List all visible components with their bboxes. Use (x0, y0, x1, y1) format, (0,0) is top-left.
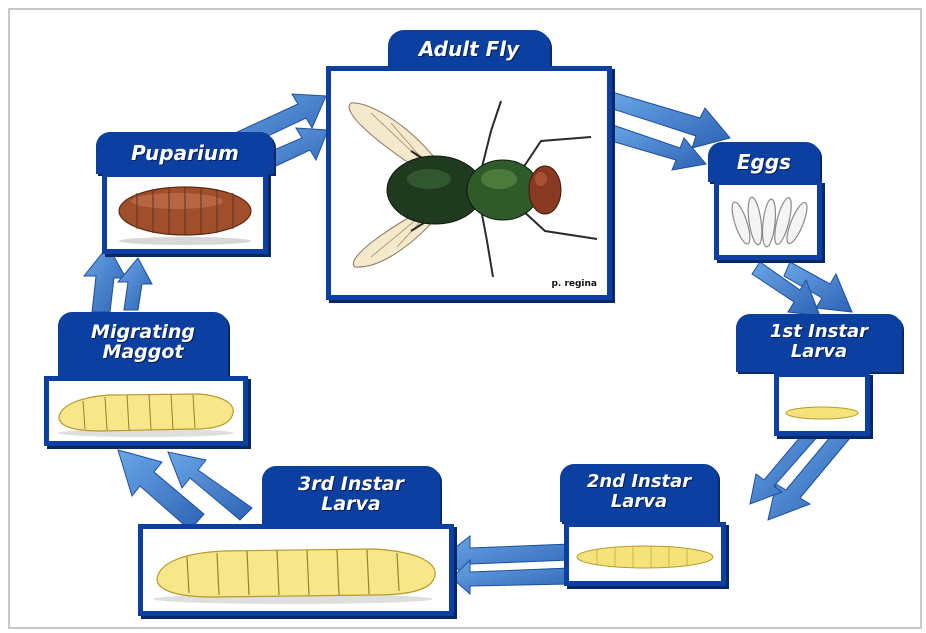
adult-fly-card: p. regina (326, 66, 612, 300)
second-instar-card (564, 522, 726, 586)
eggs-title: Eggs (708, 142, 820, 182)
species-caption: p. regina (551, 279, 597, 289)
fly-illustration (331, 71, 607, 295)
third-instar-larva (143, 529, 449, 611)
third-instar-title: 3rd Instar Larva (262, 466, 440, 528)
migrating-maggot-title: Migrating Maggot (58, 312, 228, 378)
migrating-maggot-card (44, 376, 248, 446)
migrating-maggot-larva (49, 381, 243, 441)
eggs-illustration (719, 185, 817, 255)
first-instar-larva (779, 377, 865, 431)
arrow-migrating-to-puparium (84, 246, 126, 312)
second-instar-title: 2nd Instar Larva (560, 464, 718, 522)
puparium-title: Puparium (96, 132, 274, 174)
arrow-second-to-third-inner (452, 560, 570, 594)
third-instar-card (138, 524, 454, 616)
eggs-card (714, 180, 822, 260)
puparium-illustration (107, 177, 263, 249)
first-instar-title: 1st Instar Larva (736, 314, 902, 372)
puparium-card (102, 172, 268, 254)
arrow-migrating-to-puparium-inner (118, 258, 152, 310)
second-instar-larva (569, 527, 721, 581)
first-instar-card (774, 372, 870, 436)
adult-fly-title: Adult Fly (388, 30, 550, 68)
